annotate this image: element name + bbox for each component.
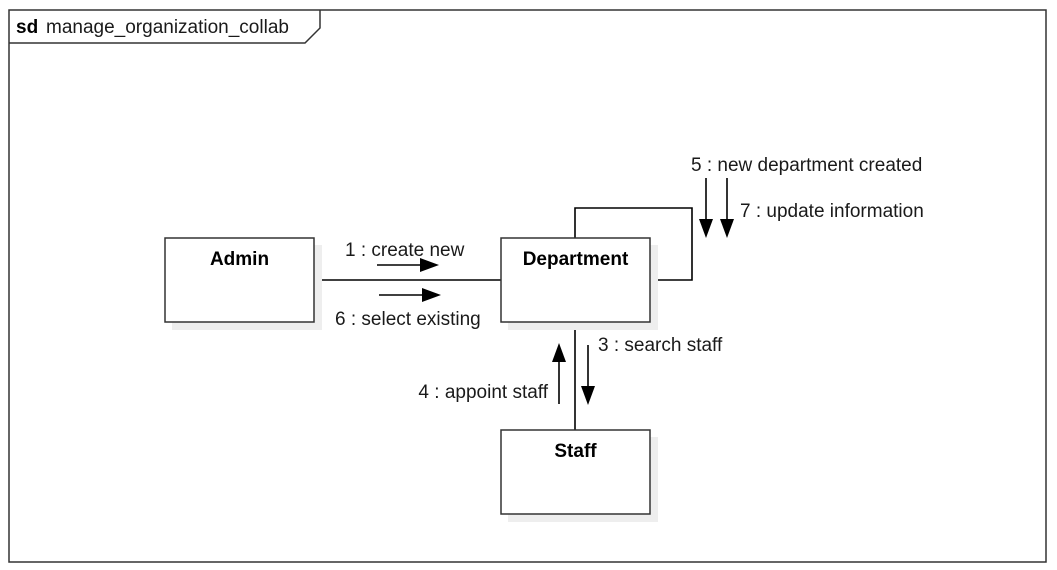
- object-department-label: Department: [523, 249, 629, 270]
- message-appoint-staff: 4 : appoint staff: [418, 343, 566, 404]
- message-update-information-label: 7 : update information: [740, 201, 924, 222]
- message-search-staff-arrow-head: [581, 386, 595, 405]
- message-select-existing-arrow-head: [422, 288, 441, 302]
- object-staff[interactable]: Staff: [500, 429, 658, 522]
- frame-title: manage_organization_collab: [46, 17, 289, 38]
- message-search-staff-label: 3 : search staff: [598, 335, 723, 356]
- message-create-new-arrow-head: [420, 258, 439, 272]
- object-admin-box: [164, 237, 315, 323]
- object-department[interactable]: Department: [500, 237, 658, 330]
- message-select-existing-label: 6 : select existing: [335, 309, 481, 330]
- message-new-department-created-label: 5 : new department created: [691, 155, 922, 176]
- message-new-department-created-arrow-head: [699, 219, 713, 238]
- frame-keyword: sd: [16, 17, 38, 38]
- object-staff-box: [500, 429, 651, 515]
- message-select-existing: 6 : select existing: [335, 288, 481, 330]
- object-admin-label: Admin: [210, 249, 269, 270]
- self-link-department: [574, 207, 693, 281]
- message-create-new: 1 : create new: [345, 240, 465, 272]
- message-search-staff: 3 : search staff: [581, 335, 723, 405]
- message-create-new-label: 1 : create new: [345, 240, 465, 261]
- message-appoint-staff-arrow-head: [552, 343, 566, 362]
- object-admin[interactable]: Admin: [164, 237, 322, 330]
- message-new-department-created: 5 : new department created: [691, 155, 922, 238]
- frame-tab: [9, 10, 321, 44]
- message-update-information: 7 : update information: [720, 178, 924, 238]
- message-update-information-arrow-head: [720, 219, 734, 238]
- message-appoint-staff-label: 4 : appoint staff: [418, 382, 548, 403]
- object-staff-label: Staff: [554, 441, 597, 462]
- object-department-box: [500, 237, 651, 323]
